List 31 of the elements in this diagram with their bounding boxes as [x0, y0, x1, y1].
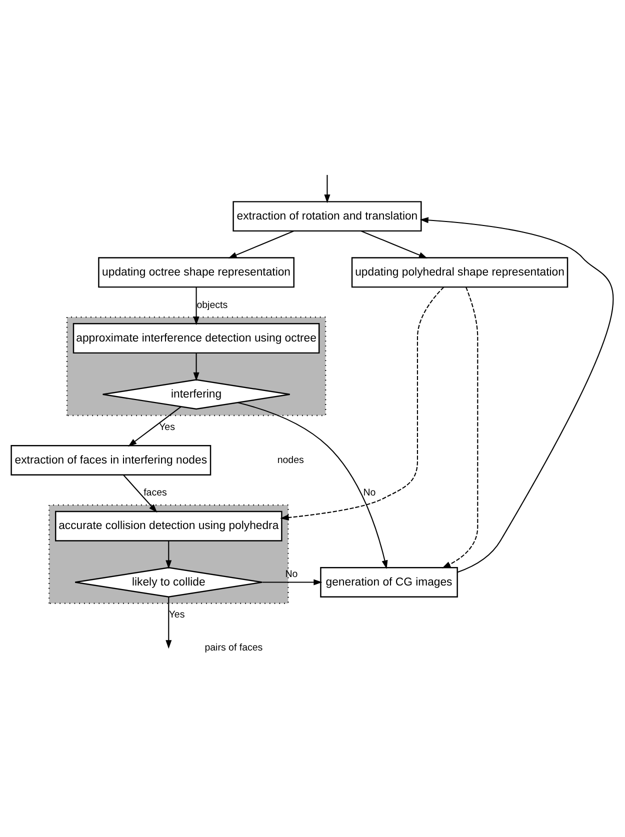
node-box: updating polyhedral shape representation — [351, 257, 568, 288]
arrow — [360, 230, 428, 258]
arrow — [420, 217, 614, 573]
arrow — [166, 540, 172, 569]
node-box: approximate interference detection using octree — [72, 323, 320, 354]
edge-label: Yes — [168, 610, 185, 621]
edge-label: Yes — [159, 422, 175, 433]
arrow — [238, 402, 388, 570]
arrow — [442, 287, 478, 568]
arrow — [166, 597, 172, 649]
arrow — [280, 286, 444, 521]
node-box: updating octree shape representation — [98, 257, 294, 288]
node-box: extraction of rotation and translation — [232, 201, 422, 232]
node-box: accurate collision detection using polyhedra — [55, 510, 282, 542]
arrow — [262, 579, 322, 586]
arrow — [128, 406, 182, 447]
edge-label: objects — [196, 300, 228, 311]
arrow — [193, 287, 200, 326]
edge-label: No — [285, 569, 298, 580]
edge-label: faces — [144, 488, 167, 499]
edge-label: No — [363, 488, 376, 499]
arrow — [228, 230, 294, 258]
label: nodes — [277, 454, 304, 466]
arrow — [123, 474, 158, 513]
arrow — [193, 353, 200, 381]
label: pairs of faces — [204, 642, 263, 654]
node-diamond: likely to collide — [74, 566, 263, 598]
node-box: extraction of faces in interfering nodes — [10, 445, 212, 476]
node-box: generation of CG images — [320, 567, 458, 598]
arrow — [324, 174, 330, 204]
node-diamond: interfering — [102, 379, 290, 410]
